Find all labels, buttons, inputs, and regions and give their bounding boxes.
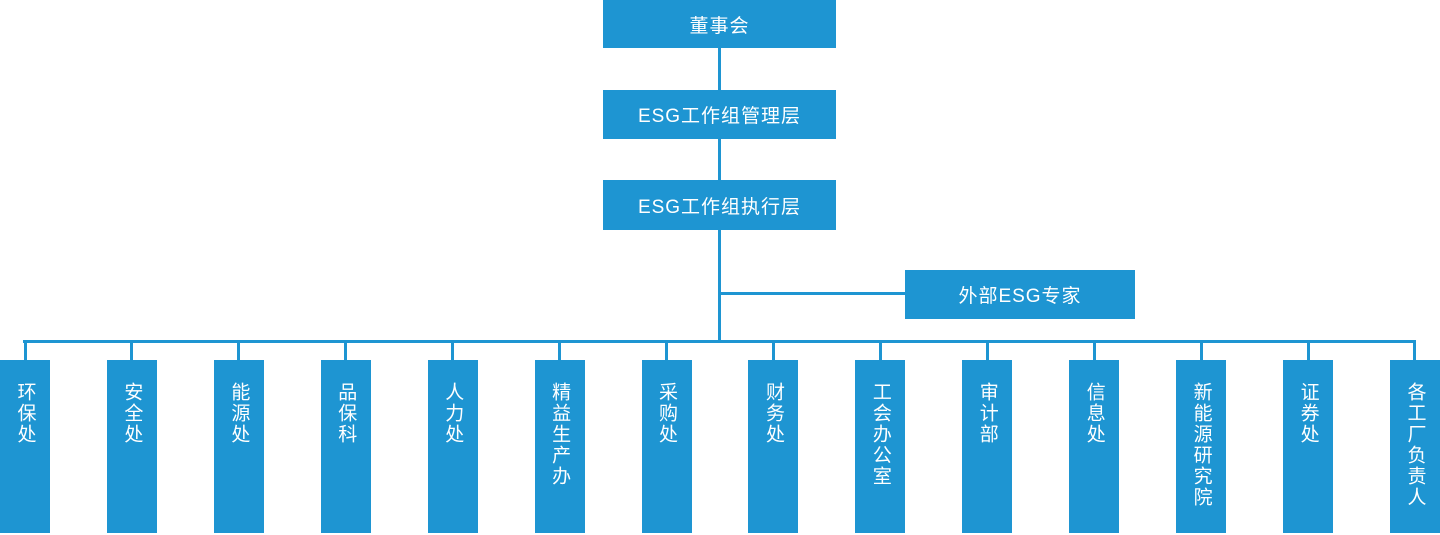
department-node-energy: 能源处 — [213, 340, 264, 533]
department-label: 采购处 — [656, 382, 678, 445]
connector-departments-bus — [23, 340, 1416, 343]
node-esg-execution-layer: ESG工作组执行层 — [603, 180, 836, 230]
department-label: 品保科 — [335, 382, 357, 445]
department-label: 人力处 — [442, 382, 464, 445]
department-label: 财务处 — [762, 382, 784, 445]
department-label: 证券处 — [1297, 382, 1319, 445]
connector-management-to-execution — [718, 139, 721, 180]
department-node-audit: 审计部 — [962, 340, 1013, 533]
department-label: 环保处 — [14, 382, 36, 445]
node-board-of-directors: 董事会 — [603, 0, 836, 48]
connector-to-external-experts — [719, 292, 905, 295]
department-node-finance: 财务处 — [748, 340, 799, 533]
department-label: 新能源研究院 — [1190, 382, 1212, 508]
department-node-quality-assurance: 品保科 — [320, 340, 371, 533]
department-node-human-resources: 人力处 — [427, 340, 478, 533]
department-label: 能源处 — [228, 382, 250, 445]
department-node-procurement: 采购处 — [641, 340, 692, 533]
department-label: 审计部 — [976, 382, 998, 445]
connector-board-to-management — [718, 48, 721, 90]
department-node-safety: 安全处 — [106, 340, 157, 533]
department-label: 信息处 — [1083, 382, 1105, 445]
department-node-environmental: 环保处 — [0, 340, 50, 533]
department-node-securities: 证券处 — [1283, 340, 1334, 533]
node-esg-management-layer: ESG工作组管理层 — [603, 90, 836, 139]
department-node-new-energy-research: 新能源研究院 — [1176, 340, 1227, 533]
department-node-information: 信息处 — [1069, 340, 1120, 533]
department-label: 安全处 — [121, 382, 143, 445]
department-node-union-office: 工会办公室 — [855, 340, 906, 533]
department-node-factory-heads: 各工厂负责人 — [1389, 340, 1440, 533]
department-node-lean-production: 精益生产办 — [534, 340, 585, 533]
node-external-esg-experts: 外部ESG专家 — [905, 270, 1135, 319]
connector-execution-to-departments — [718, 230, 721, 343]
department-label: 各工厂负责人 — [1404, 382, 1426, 508]
department-row: 环保处 安全处 能源处 品保科 人力处 精益生产办 采购处 财务处 工会办公室 … — [0, 340, 1440, 533]
department-label: 精益生产办 — [549, 382, 571, 487]
department-label: 工会办公室 — [869, 382, 891, 487]
